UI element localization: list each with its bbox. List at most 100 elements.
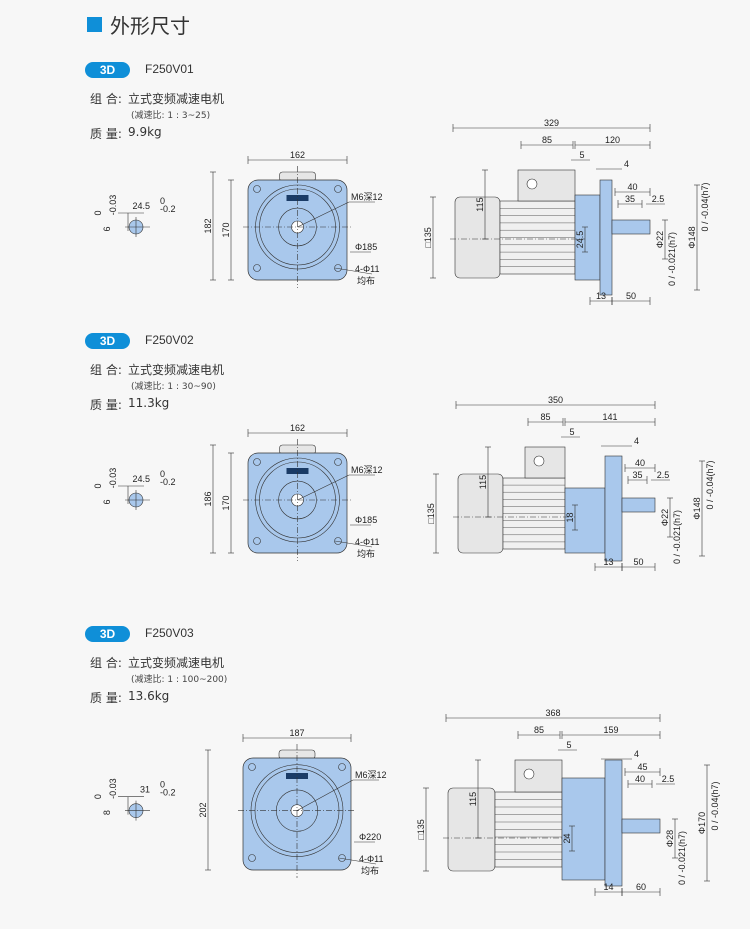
flange [604,455,623,562]
weight-label: 质 量: [90,691,122,705]
holes-label: 4-Φ11 [359,854,384,864]
dimension-label: 350 [548,395,563,405]
key-offset-label: 2.5 [652,194,665,204]
shaft-tolerance: 0 / -0.021(h7) [667,232,677,286]
dimension-label: 170 [221,222,231,237]
dimension-label: 85 [534,725,544,735]
holes-label: 4-Φ11 [355,537,380,547]
flange-thickness-label: 4 [634,436,639,446]
key-width-label: 8 [102,810,112,815]
holes-note: 均布 [357,275,375,286]
brand-logo [286,195,309,201]
tolerance-lower: -0.2 [160,204,176,214]
dimension-label: 18 [565,512,575,522]
gap-label: 5 [566,740,571,750]
holes-label: 4-Φ11 [355,264,380,274]
model-name: F250V02 [145,333,194,347]
dimension-label: 85 [540,412,550,422]
holes-note: 均布 [357,548,375,559]
dimension-label: 35 [632,470,642,480]
dimension-label: Φ148 [692,497,702,519]
dimension-label: 202 [198,802,208,817]
tolerance-upper: 0 [93,483,103,488]
key-offset-label: 2.5 [657,470,670,480]
shaft-tolerance: 0 / -0.021(h7) [672,510,682,564]
flange-thickness-label: 4 [624,159,629,169]
output-shaft [621,497,656,513]
mount-hole [334,185,342,193]
3d-model-button[interactable]: 3D [85,626,130,642]
dimension-label: 60 [636,882,646,892]
dimension-label: 170 [221,495,231,510]
dimension-label: Φ170 [697,812,707,834]
tolerance-upper: 0 [93,794,103,799]
reduction-ratio: (减速比: 1 : 100~200) [131,675,228,685]
mount-hole [338,854,346,862]
output-shaft [611,219,651,235]
dimension-label: Φ148 [687,226,697,248]
tap-label: M6深12 [351,192,383,202]
combo-label: 组 合: [90,656,122,670]
tolerance-lower: -0.2 [160,788,176,798]
dimension-label: □135 [416,819,426,839]
tolerance-upper: 0 [160,469,165,479]
3d-model-button[interactable]: 3D [85,333,130,349]
key-width-label: 6 [102,499,112,504]
tolerance-upper: 0 [160,780,165,790]
dimension-label: □135 [426,503,436,523]
page-title-text: 外形尺寸 [110,14,190,38]
mount-hole [253,537,261,545]
spigot-tolerance: 0 / -0.04(h7) [710,781,720,830]
mount-hole [248,854,256,862]
dimension-label: 13 [596,291,606,301]
brand-logo [286,468,309,474]
page-title: 外形尺寸 [87,10,190,39]
mount-hole [338,763,346,771]
dimension-label: □135 [423,227,433,247]
key-offset-label: 2.5 [662,774,675,784]
dimension-label: Φ28 [665,830,675,847]
3d-model-button[interactable]: 3D [85,62,130,78]
dimension-label: 24 [562,833,572,843]
mount-hole [334,264,342,272]
dimension-label: 162 [290,423,305,433]
dimension-label: 329 [544,118,559,128]
model-name: F250V03 [145,626,194,640]
reduction-ratio: (减速比: 1 : 30~90) [131,382,216,392]
pcd-label: Φ220 [359,832,381,842]
dimension-label: 368 [545,708,560,718]
dimension-label: 162 [290,150,305,160]
flange [599,179,613,296]
dimension-label: 40 [635,458,645,468]
mount-hole [253,264,261,272]
dimension-label: Φ22 [660,509,670,526]
terminal-box [517,169,576,202]
dimension-label: 120 [605,135,620,145]
dimension-label: 24.5 [575,231,585,249]
dimension-label: 115 [478,475,488,489]
key-height-label: 24.5 [132,474,150,484]
mount-hole [334,537,342,545]
key-height-label: 24.5 [132,201,150,211]
combo-label: 组 合: [90,92,122,106]
mount-hole [253,185,261,193]
output-shaft [621,818,661,834]
dimension-label: 141 [602,412,617,422]
flange [604,759,623,887]
tolerance-lower: -0.03 [108,195,118,216]
dimension-label: 159 [603,725,618,735]
combo-value: 立式变频减速电机 [128,656,225,670]
dimension-label: 40 [627,182,637,192]
